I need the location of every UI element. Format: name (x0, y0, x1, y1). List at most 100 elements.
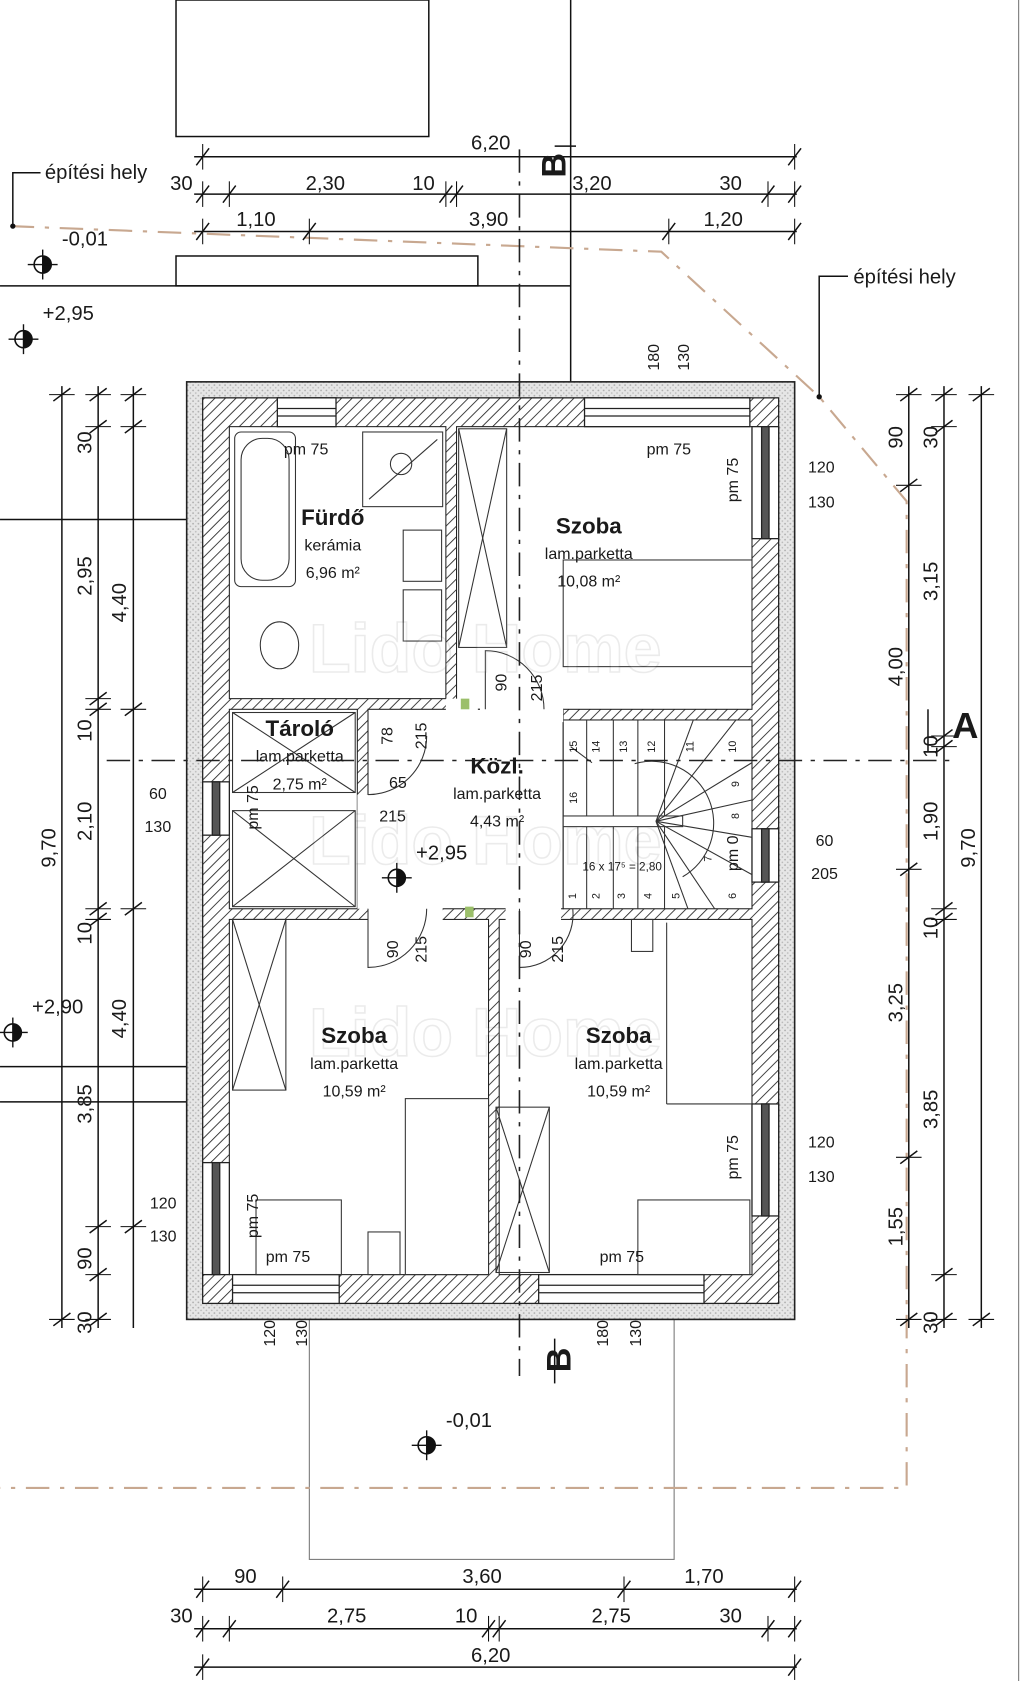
dimension-label: 30 (170, 1605, 193, 1627)
stair-step-number: 2 (590, 893, 602, 899)
dimension-label: 1,70 (684, 1566, 723, 1588)
dimension-label: 1,90 (921, 802, 943, 841)
dimension-label: 9,70 (958, 828, 980, 867)
dimension-label: 3,15 (921, 562, 943, 601)
parapet-height-label: pm 75 (647, 441, 692, 458)
staircase (562, 719, 753, 910)
wardrobe (232, 711, 356, 794)
desk (637, 1199, 751, 1276)
dimension-label: 30 (921, 1311, 943, 1334)
wardrobe (458, 428, 508, 648)
room-area: 6,96 m² (306, 565, 361, 582)
door-dimension-label: 215 (529, 675, 546, 702)
window-dimension-label: 130 (808, 1169, 835, 1186)
room-area: 2,75 m² (273, 776, 328, 793)
dimension-label: 30 (75, 431, 97, 454)
wardrobe (495, 1106, 550, 1274)
room-bathroom-area (228, 426, 447, 700)
dimension-label: 3,85 (75, 1084, 97, 1123)
window-dimension-label: 120 (150, 1195, 177, 1212)
room-name: Szoba (556, 513, 622, 538)
room-stair-area (562, 719, 753, 910)
room-bedroom-3-area (498, 918, 753, 1276)
dimension-label: 4,00 (885, 647, 907, 686)
stair-step-number: 15 (568, 741, 580, 753)
parapet-height-label: pm 75 (245, 785, 262, 830)
toilet (259, 621, 300, 670)
dimension-label: 30 (719, 1605, 742, 1627)
dimension-label: 90 (885, 426, 907, 449)
dimension-label: 30 (170, 173, 193, 195)
building-site-label: építési hely (853, 267, 956, 289)
level-marker-icon (27, 249, 58, 280)
dimension-label: 1,20 (703, 209, 742, 231)
watermark-text: Lido Home (309, 995, 662, 1071)
window-dimension-label: 60 (816, 833, 834, 850)
dimension-label: 4,40 (109, 583, 131, 622)
parapet-height-label: pm 75 (284, 441, 329, 458)
bed (404, 1098, 490, 1276)
dimension-label: 4,40 (109, 999, 131, 1038)
bed (562, 559, 753, 668)
room-floor: kerámia (304, 537, 361, 554)
window-dimension-label: 130 (628, 1320, 645, 1347)
dimension-label: 90 (234, 1566, 257, 1588)
stair-step-number: 13 (618, 741, 630, 753)
window-dimension-label: 120 (808, 460, 835, 477)
sink (402, 529, 443, 582)
level-marker-icon (411, 1430, 442, 1461)
room-name: Tároló (266, 716, 334, 741)
dimension-label: 2,30 (306, 173, 345, 195)
parapet-height-label: pm 75 (725, 458, 742, 503)
door-dimension-label: 90 (494, 674, 511, 692)
door-dimension-label: 215 (414, 936, 431, 963)
room-floor: lam.parketta (310, 1056, 398, 1073)
dimension-label: 2,75 (327, 1605, 366, 1627)
dimension-label: 10 (921, 917, 943, 940)
level-label: -0,01 (62, 228, 108, 250)
window-dimension-label: 130 (150, 1229, 177, 1246)
dimension-label: 9,70 (38, 828, 60, 867)
parapet-height-label: pm 0 (725, 835, 742, 871)
room-name: Fürdő (301, 505, 364, 530)
room-floor: lam.parketta (575, 1056, 663, 1073)
dimension-label: 10 (75, 719, 97, 742)
level-label: +2,90 (32, 996, 83, 1018)
dimension-label: 3,90 (469, 209, 508, 231)
building-site-boundary (0, 225, 908, 1490)
dimension-label: 6,20 (471, 132, 510, 154)
window-dimension-label: 120 (808, 1135, 835, 1152)
room-name: Közl. (470, 753, 523, 778)
stair-step-number: 9 (730, 781, 742, 787)
section-marker-b: B (541, 1348, 579, 1373)
dimension-label: 30 (75, 1311, 97, 1334)
door-dimension-label: 90 (385, 940, 402, 958)
door-dimension-label: 215 (414, 723, 431, 750)
stair-step-number: 8 (730, 813, 742, 819)
stair-step-number: 12 (646, 741, 658, 753)
watermark-text: Lido Home (309, 611, 662, 687)
stair-step-number: 11 (684, 741, 696, 752)
parapet-height-label: pm 75 (266, 1249, 311, 1266)
wardrobe (232, 918, 287, 1091)
dimension-label: 3,20 (572, 173, 611, 195)
dimension-label: 2,75 (591, 1605, 630, 1627)
door-dimension-label: 65 (389, 775, 407, 792)
room-floor: lam.parketta (453, 786, 541, 803)
walls (185, 381, 796, 1321)
dimension-label: 90 (75, 1247, 97, 1270)
dimension-label: 1,10 (236, 209, 275, 231)
dimension-label: 10 (75, 922, 97, 945)
window-dimension-label: 205 (811, 866, 838, 883)
room-floor: lam.parketta (256, 749, 344, 766)
room-bedroom-1-area (456, 426, 753, 710)
window-dimension-label: 130 (294, 1320, 311, 1347)
wardrobe (232, 810, 356, 908)
dimension-lines (61, 156, 983, 1668)
stair-step-number: 7 (702, 856, 714, 862)
door-dimension-label: 215 (379, 808, 406, 825)
level-marker-icon (381, 862, 412, 893)
shower (362, 431, 444, 508)
dimension-label: 10 (921, 735, 943, 758)
